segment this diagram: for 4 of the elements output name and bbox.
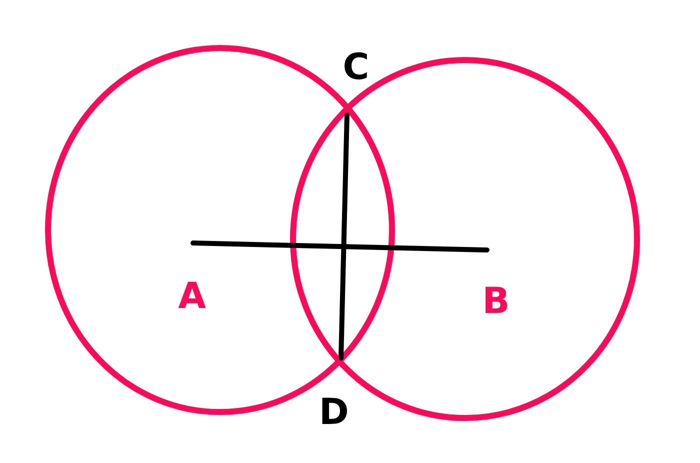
point-label: A [178,279,206,315]
point-label: B [482,284,510,320]
point-label: D [319,395,349,431]
point-label: C [342,50,370,86]
